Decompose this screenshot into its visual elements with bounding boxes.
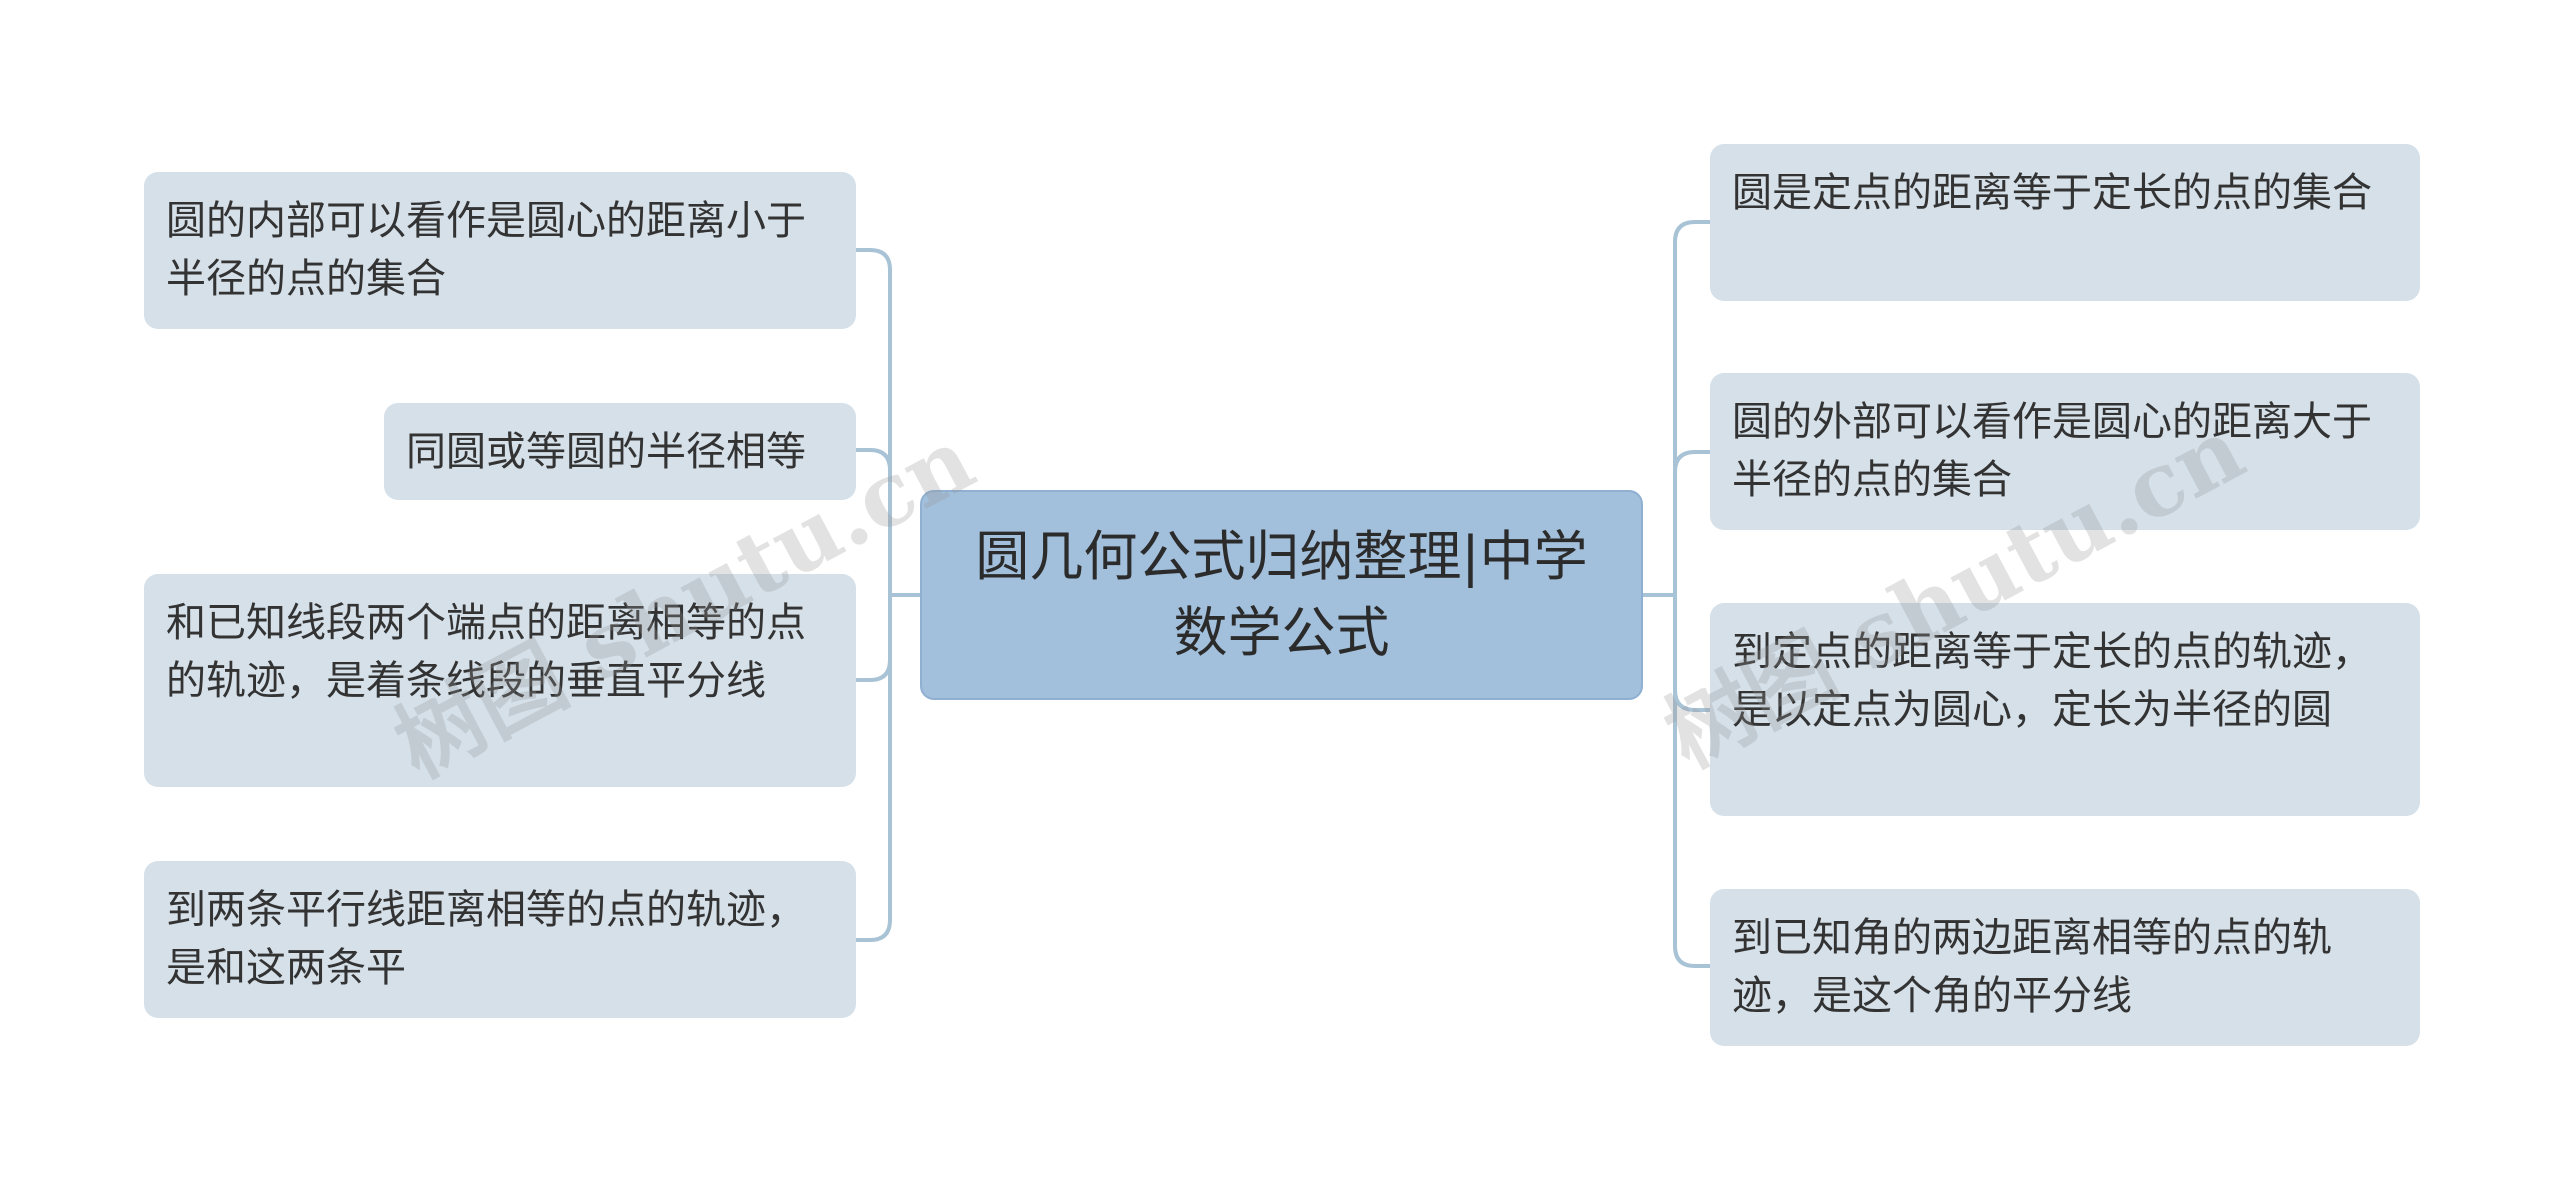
left-node-4-label: 到两条平行线距离相等的点的轨迹，是和这两条平 bbox=[166, 887, 806, 991]
right-node-2[interactable]: 圆的外部可以看作是圆心的距离大于半径的点的集合 bbox=[1710, 373, 2420, 530]
root-topic-label: 圆几何公式归纳整理|中学数学公式 bbox=[975, 525, 1588, 664]
left-node-3[interactable]: 和已知线段两个端点的距离相等的点的轨迹，是着条线段的垂直平分线 bbox=[144, 574, 856, 787]
right-node-1-label: 圆是定点的距离等于定长的点的集合 bbox=[1732, 170, 2372, 216]
right-node-3[interactable]: 到定点的距离等于定长的点的轨迹，是以定点为圆心，定长为半径的圆 bbox=[1710, 603, 2420, 816]
root-topic[interactable]: 圆几何公式归纳整理|中学数学公式 bbox=[920, 490, 1643, 700]
right-node-4-label: 到已知角的两边距离相等的点的轨迹，是这个角的平分线 bbox=[1732, 915, 2332, 1019]
left-node-3-label: 和已知线段两个端点的距离相等的点的轨迹，是着条线段的垂直平分线 bbox=[166, 600, 806, 704]
connector-right-4 bbox=[1673, 944, 1712, 968]
left-node-2-label: 同圆或等圆的半径相等 bbox=[406, 429, 806, 475]
connector-left-3 bbox=[854, 658, 892, 682]
right-node-1[interactable]: 圆是定点的距离等于定长的点的集合 bbox=[1710, 144, 2420, 301]
connector-right-3 bbox=[1673, 688, 1712, 712]
connector-right-1 bbox=[1673, 220, 1712, 244]
connector-right-2 bbox=[1673, 450, 1712, 474]
connector-left-4 bbox=[854, 918, 892, 942]
connector-left-2 bbox=[836, 448, 892, 472]
left-node-2[interactable]: 同圆或等圆的半径相等 bbox=[384, 403, 856, 500]
right-node-2-label: 圆的外部可以看作是圆心的距离大于半径的点的集合 bbox=[1732, 399, 2372, 503]
right-node-3-label: 到定点的距离等于定长的点的轨迹，是以定点为圆心，定长为半径的圆 bbox=[1732, 629, 2372, 733]
right-node-4[interactable]: 到已知角的两边距离相等的点的轨迹，是这个角的平分线 bbox=[1710, 889, 2420, 1046]
left-node-4[interactable]: 到两条平行线距离相等的点的轨迹，是和这两条平 bbox=[144, 861, 856, 1018]
left-node-1-label: 圆的内部可以看作是圆心的距离小于半径的点的集合 bbox=[166, 198, 806, 302]
connector-left-1 bbox=[854, 248, 892, 272]
left-node-1[interactable]: 圆的内部可以看作是圆心的距离小于半径的点的集合 bbox=[144, 172, 856, 329]
